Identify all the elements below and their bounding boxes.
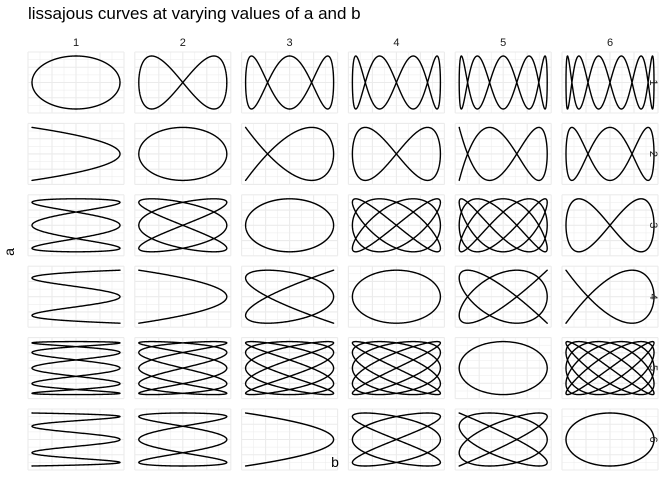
panel-a6-b5 — [454, 408, 552, 471]
row-strip-label-a-2: 2 — [647, 151, 659, 157]
panel-a4-b5 — [454, 265, 552, 328]
panel-a3-b4 — [347, 194, 445, 257]
panel-a1-b4 — [347, 51, 445, 114]
panel-a3-b1 — [27, 194, 125, 257]
lissajous-curve-a3-b6 — [565, 198, 655, 253]
lissajous-curve-a5-b2 — [138, 340, 228, 396]
panel-a5-b3 — [241, 337, 339, 400]
lissajous-curve-a6-b1 — [31, 412, 121, 467]
lissajous-curve-a4-b3 — [244, 269, 335, 324]
row-strip-label-a-1: 1 — [647, 79, 659, 85]
panel-a2-b3 — [241, 122, 339, 185]
row-strip-label-a-5: 5 — [647, 365, 659, 371]
panel-a3-b3 — [241, 194, 339, 257]
lissajous-curve-a5-b5 — [458, 340, 548, 396]
panel-a6-b4 — [347, 408, 445, 471]
lissajous-curve-a3-b3 — [244, 198, 335, 253]
lissajous-curve-a1-b1 — [31, 55, 121, 110]
facet-panels — [27, 51, 659, 471]
panel-a6-b2 — [134, 408, 232, 471]
panel-a5-b4 — [347, 337, 445, 400]
lissajous-curve-a5-b6 — [565, 340, 655, 396]
lissajous-curve-a2-b5 — [458, 126, 548, 182]
column-strip-label-b-1: 1 — [73, 37, 79, 49]
panel-a5-b6 — [561, 337, 659, 400]
lissajous-curve-a4-b4 — [351, 269, 442, 324]
panel-a6-b3 — [241, 408, 339, 471]
panel-a4-b6 — [561, 265, 659, 328]
lissajous-curve-a3-b2 — [138, 198, 228, 253]
panel-a6-b6 — [561, 408, 659, 471]
panel-a2-b5 — [454, 122, 552, 185]
lissajous-curve-a6-b3 — [244, 412, 335, 467]
row-strip-label-a-3: 3 — [647, 222, 659, 228]
lissajous-curve-a4-b5 — [458, 269, 548, 324]
lissajous-curve-a2-b2 — [138, 126, 228, 182]
panel-a1-b5 — [454, 51, 552, 114]
panel-a1-b2 — [134, 51, 232, 114]
lissajous-curve-a3-b4 — [351, 198, 442, 253]
column-strip-labels: 1 2 3 4 5 6 — [73, 37, 613, 49]
column-strip-label-b-5: 5 — [500, 37, 506, 49]
lissajous-curve-a2-b4 — [351, 126, 442, 182]
panel-a1-b1 — [27, 51, 125, 114]
lissajous-curve-a6-b2 — [138, 412, 228, 467]
panel-a6-b1 — [27, 408, 125, 471]
column-strip-label-b-6: 6 — [607, 37, 613, 49]
panel-a2-b6 — [561, 122, 659, 185]
panel-a3-b6 — [561, 194, 659, 257]
panel-a3-b5 — [454, 194, 552, 257]
lissajous-curve-a3-b1 — [31, 198, 121, 253]
panel-a4-b2 — [134, 265, 232, 328]
lissajous-curve-a4-b6 — [565, 269, 655, 324]
column-strip-label-b-2: 2 — [180, 37, 186, 49]
column-strip-label-b-3: 3 — [287, 37, 293, 49]
panel-a4-b1 — [27, 265, 125, 328]
lissajous-curve-a1-b4 — [351, 55, 442, 110]
panel-a2-b2 — [134, 122, 232, 185]
lissajous-curve-a1-b3 — [244, 55, 335, 110]
lissajous-curve-a5-b3 — [244, 340, 335, 396]
lissajous-curve-a1-b5 — [458, 55, 548, 110]
x-axis-title: b — [331, 454, 339, 470]
lissajous-curve-a4-b2 — [138, 269, 228, 324]
panel-a3-b2 — [134, 194, 232, 257]
panel-a1-b3 — [241, 51, 339, 114]
lissajous-curve-a2-b6 — [565, 126, 655, 182]
panel-a5-b2 — [134, 337, 232, 400]
panel-a5-b1 — [27, 337, 125, 400]
lissajous-curve-a6-b4 — [351, 412, 442, 467]
panel-a4-b3 — [241, 265, 339, 328]
chart-title: lissajous curves at varying values of a … — [28, 4, 361, 23]
panel-a2-b4 — [347, 122, 445, 185]
column-strip-label-b-4: 4 — [393, 37, 399, 49]
lissajous-curve-a4-b1 — [31, 269, 121, 324]
lissajous-curve-a1-b2 — [138, 55, 228, 110]
lissajous-curve-a2-b1 — [31, 126, 121, 182]
panel-a4-b4 — [347, 265, 445, 328]
y-axis-title: a — [1, 248, 17, 256]
lissajous-curve-a3-b5 — [458, 198, 548, 253]
panel-a5-b5 — [454, 337, 552, 400]
row-strip-label-a-4: 4 — [647, 294, 659, 300]
panel-a1-b6 — [561, 51, 659, 114]
lissajous-curve-a5-b1 — [31, 340, 121, 396]
lissajous-curve-a6-b5 — [458, 412, 548, 467]
row-strip-label-a-6: 6 — [647, 436, 659, 442]
lissajous-curve-a2-b3 — [244, 126, 335, 182]
panel-a2-b1 — [27, 122, 125, 185]
lissajous-curve-a5-b4 — [351, 340, 442, 396]
lissajous-curve-a1-b6 — [565, 55, 655, 110]
row-strip-labels: 1 2 3 4 5 6 — [647, 79, 659, 442]
lissajous-curve-a6-b6 — [565, 412, 655, 467]
